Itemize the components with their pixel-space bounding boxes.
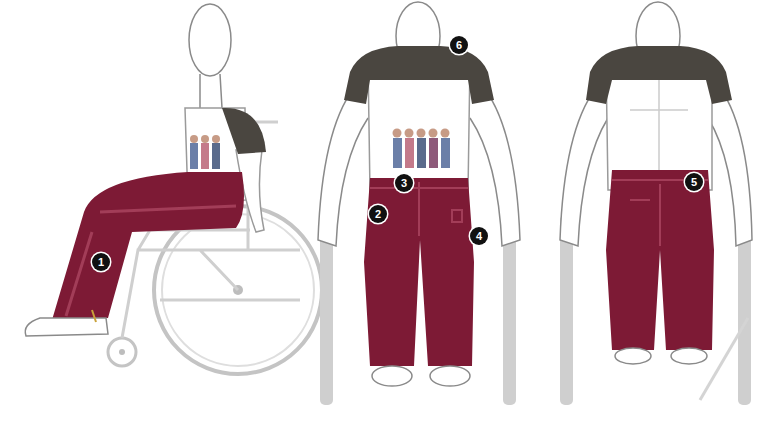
trouser-seam: [370, 182, 468, 236]
trousers: [52, 172, 244, 320]
left-arm: [560, 88, 608, 246]
shirt-print: [190, 135, 220, 169]
right-arm: [470, 88, 520, 246]
back-lines: [630, 80, 688, 175]
left-shoe: [615, 348, 651, 364]
shirt-print: [393, 129, 451, 169]
head: [189, 4, 231, 76]
callout-number: 6: [450, 36, 468, 54]
trouser-seam: [66, 206, 236, 316]
callout-number: 5: [685, 173, 703, 191]
chair-strut: [700, 318, 748, 400]
callout-number: 3: [395, 174, 413, 192]
callout-number: 4: [470, 227, 488, 245]
callout-number: 2: [369, 205, 387, 223]
trousers: [364, 178, 474, 366]
trousers: [606, 170, 714, 350]
neck: [200, 74, 222, 108]
right-shoe: [671, 348, 707, 364]
side-view: [25, 4, 322, 374]
shoulder-panel: [586, 46, 732, 104]
shoulder-panel: [344, 46, 494, 104]
front-view: [318, 2, 520, 405]
left-shoe: [372, 366, 412, 386]
caster-wheel: [108, 338, 136, 366]
right-arm: [708, 88, 752, 246]
callout-number: 1: [92, 253, 110, 271]
caster-hub: [119, 349, 125, 355]
left-arm: [318, 88, 368, 246]
sleeve: [222, 108, 266, 154]
back-view: [560, 2, 752, 405]
hem-tab: [92, 310, 96, 322]
right-shoe: [430, 366, 470, 386]
